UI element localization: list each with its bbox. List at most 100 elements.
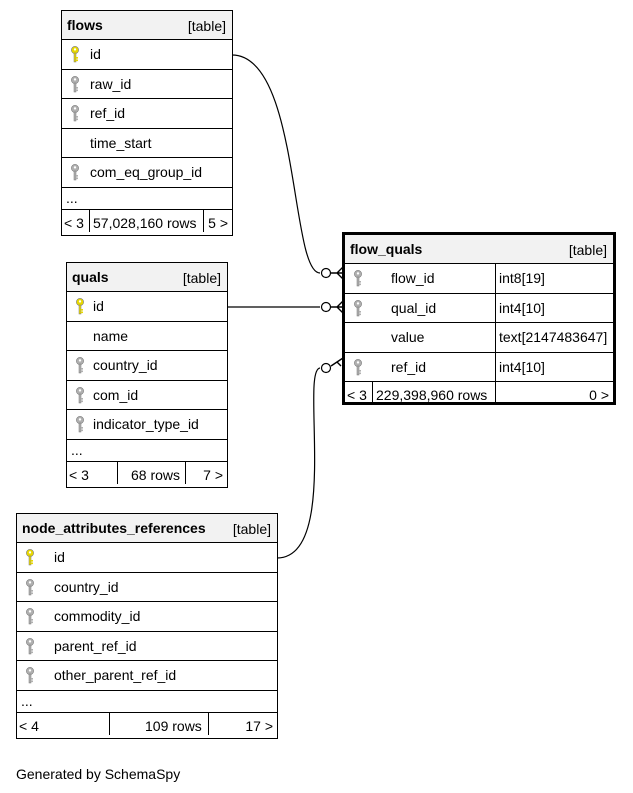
column-row[interactable]: raw_id xyxy=(62,70,232,99)
column-name[interactable]: other_parent_ref_id xyxy=(54,667,177,683)
column-type: text[2147483647] xyxy=(495,323,613,352)
index-key-icon xyxy=(70,75,80,93)
children-count[interactable]: 0 > xyxy=(589,387,609,403)
table-header[interactable]: flow_quals [table] xyxy=(345,235,613,264)
table-footer: < 3 68 rows 7 > xyxy=(67,461,227,484)
credit-text: Generated by SchemaSpy xyxy=(16,766,181,782)
more-columns-row: ... xyxy=(67,440,227,462)
table-flow-quals[interactable]: flow_quals [table] flow_id int8[19] qual… xyxy=(342,232,616,405)
table-name[interactable]: node_attributes_references xyxy=(22,520,206,536)
column-row[interactable]: other_parent_ref_id xyxy=(17,661,277,691)
column-name[interactable]: time_start xyxy=(90,134,152,151)
column-row[interactable]: flow_id int8[19] xyxy=(345,264,613,294)
parents-count[interactable]: < 4 xyxy=(19,717,39,734)
table-kind: [table] xyxy=(187,18,226,34)
column-name[interactable]: id xyxy=(90,46,101,62)
ellipsis: ... xyxy=(71,441,83,458)
table-kind: [table] xyxy=(568,242,607,258)
column-name[interactable]: ref_id xyxy=(391,358,427,375)
column-row[interactable]: ref_id xyxy=(62,99,232,129)
column-row[interactable]: ref_id int4[10] xyxy=(345,352,613,382)
edge-quals-optional-marker xyxy=(320,301,332,313)
index-key-icon xyxy=(353,299,363,317)
column-row[interactable]: com_eq_group_id xyxy=(62,158,232,188)
column-name[interactable]: name xyxy=(93,327,129,344)
column-row[interactable]: time_start xyxy=(62,129,232,158)
cell-divider xyxy=(185,461,186,484)
row-count: 57,028,160 rows xyxy=(93,214,197,231)
table-kind: [table] xyxy=(182,270,221,286)
column-name[interactable]: ref_id xyxy=(90,105,126,121)
table-node-attributes-references[interactable]: node_attributes_references [table] id co… xyxy=(16,513,278,739)
column-type: int4[10] xyxy=(495,352,613,381)
column-name[interactable]: id xyxy=(93,298,104,314)
cell-divider xyxy=(208,712,209,735)
edge-nar-optional-marker xyxy=(320,362,332,374)
primary-key-icon xyxy=(70,46,80,63)
ellipsis: ... xyxy=(66,189,78,206)
table-header[interactable]: node_attributes_references [table] xyxy=(17,514,277,543)
row-count: 68 rows xyxy=(131,466,181,483)
column-name[interactable]: id xyxy=(54,549,65,565)
column-row[interactable]: qual_id int4[10] xyxy=(345,293,613,323)
column-type: int8[19] xyxy=(495,264,613,293)
children-count[interactable]: 5 > xyxy=(208,214,228,231)
column-name[interactable]: country_id xyxy=(93,357,158,373)
cell-divider xyxy=(372,382,373,404)
column-row[interactable]: id xyxy=(62,40,232,70)
index-key-icon xyxy=(75,416,85,433)
parents-count[interactable]: < 3 xyxy=(64,214,84,231)
index-key-icon xyxy=(353,270,363,287)
children-count[interactable]: 17 > xyxy=(245,717,273,734)
table-kind: [table] xyxy=(232,521,271,537)
index-key-icon xyxy=(70,164,80,181)
table-footer: < 3 57,028,160 rows 5 > xyxy=(62,209,232,232)
cell-divider xyxy=(89,209,90,232)
column-name[interactable]: com_eq_group_id xyxy=(90,164,203,180)
table-name[interactable]: flow_quals xyxy=(350,241,423,257)
cell-divider xyxy=(495,382,496,404)
column-row[interactable]: commodity_id xyxy=(17,602,277,632)
table-name[interactable]: flows xyxy=(67,17,103,33)
edge-flows-optional-marker xyxy=(320,267,332,279)
column-row[interactable]: id xyxy=(17,543,277,573)
table-flows[interactable]: flows [table] id raw_id ref_id time_star… xyxy=(61,10,233,236)
parents-count[interactable]: < 3 xyxy=(347,387,367,403)
table-footer: < 3 229,398,960 rows 0 > xyxy=(345,382,613,404)
table-header[interactable]: flows [table] xyxy=(62,11,232,40)
column-row[interactable]: country_id xyxy=(67,351,227,381)
column-name[interactable]: indicator_type_id xyxy=(93,416,199,432)
edge-flows-flow-quals xyxy=(231,54,321,274)
column-name[interactable]: country_id xyxy=(54,578,119,595)
column-name[interactable]: value xyxy=(391,329,425,345)
children-count[interactable]: 7 > xyxy=(203,466,223,483)
primary-key-icon xyxy=(75,298,85,315)
index-key-icon xyxy=(25,637,35,655)
column-name[interactable]: commodity_id xyxy=(54,608,141,624)
row-count: 229,398,960 rows xyxy=(376,387,488,403)
column-name[interactable]: flow_id xyxy=(391,270,435,286)
column-row[interactable]: com_id xyxy=(67,381,227,410)
column-row[interactable]: country_id xyxy=(17,573,277,602)
column-row[interactable]: id xyxy=(67,292,227,322)
index-key-icon xyxy=(75,357,85,374)
column-type: int4[10] xyxy=(495,293,613,322)
ellipsis: ... xyxy=(21,692,33,709)
column-row[interactable]: name xyxy=(67,322,227,351)
table-header[interactable]: quals [table] xyxy=(67,263,227,292)
column-name[interactable]: raw_id xyxy=(90,75,132,92)
column-row[interactable]: parent_ref_id xyxy=(17,632,277,661)
more-columns-row: ... xyxy=(17,691,277,713)
column-name[interactable]: com_id xyxy=(93,386,139,403)
column-row[interactable]: indicator_type_id xyxy=(67,410,227,440)
cell-divider xyxy=(203,209,204,232)
column-name[interactable]: qual_id xyxy=(391,299,437,316)
column-name[interactable]: parent_ref_id xyxy=(54,637,137,654)
parents-count[interactable]: < 3 xyxy=(69,466,89,483)
table-footer: < 4 109 rows 17 > xyxy=(17,712,277,735)
table-quals[interactable]: quals [table] id name country_id com_id … xyxy=(66,262,228,488)
column-row[interactable]: value text[2147483647] xyxy=(345,323,613,353)
index-key-icon xyxy=(353,358,363,376)
index-key-icon xyxy=(25,578,35,596)
table-name[interactable]: quals xyxy=(72,269,109,285)
